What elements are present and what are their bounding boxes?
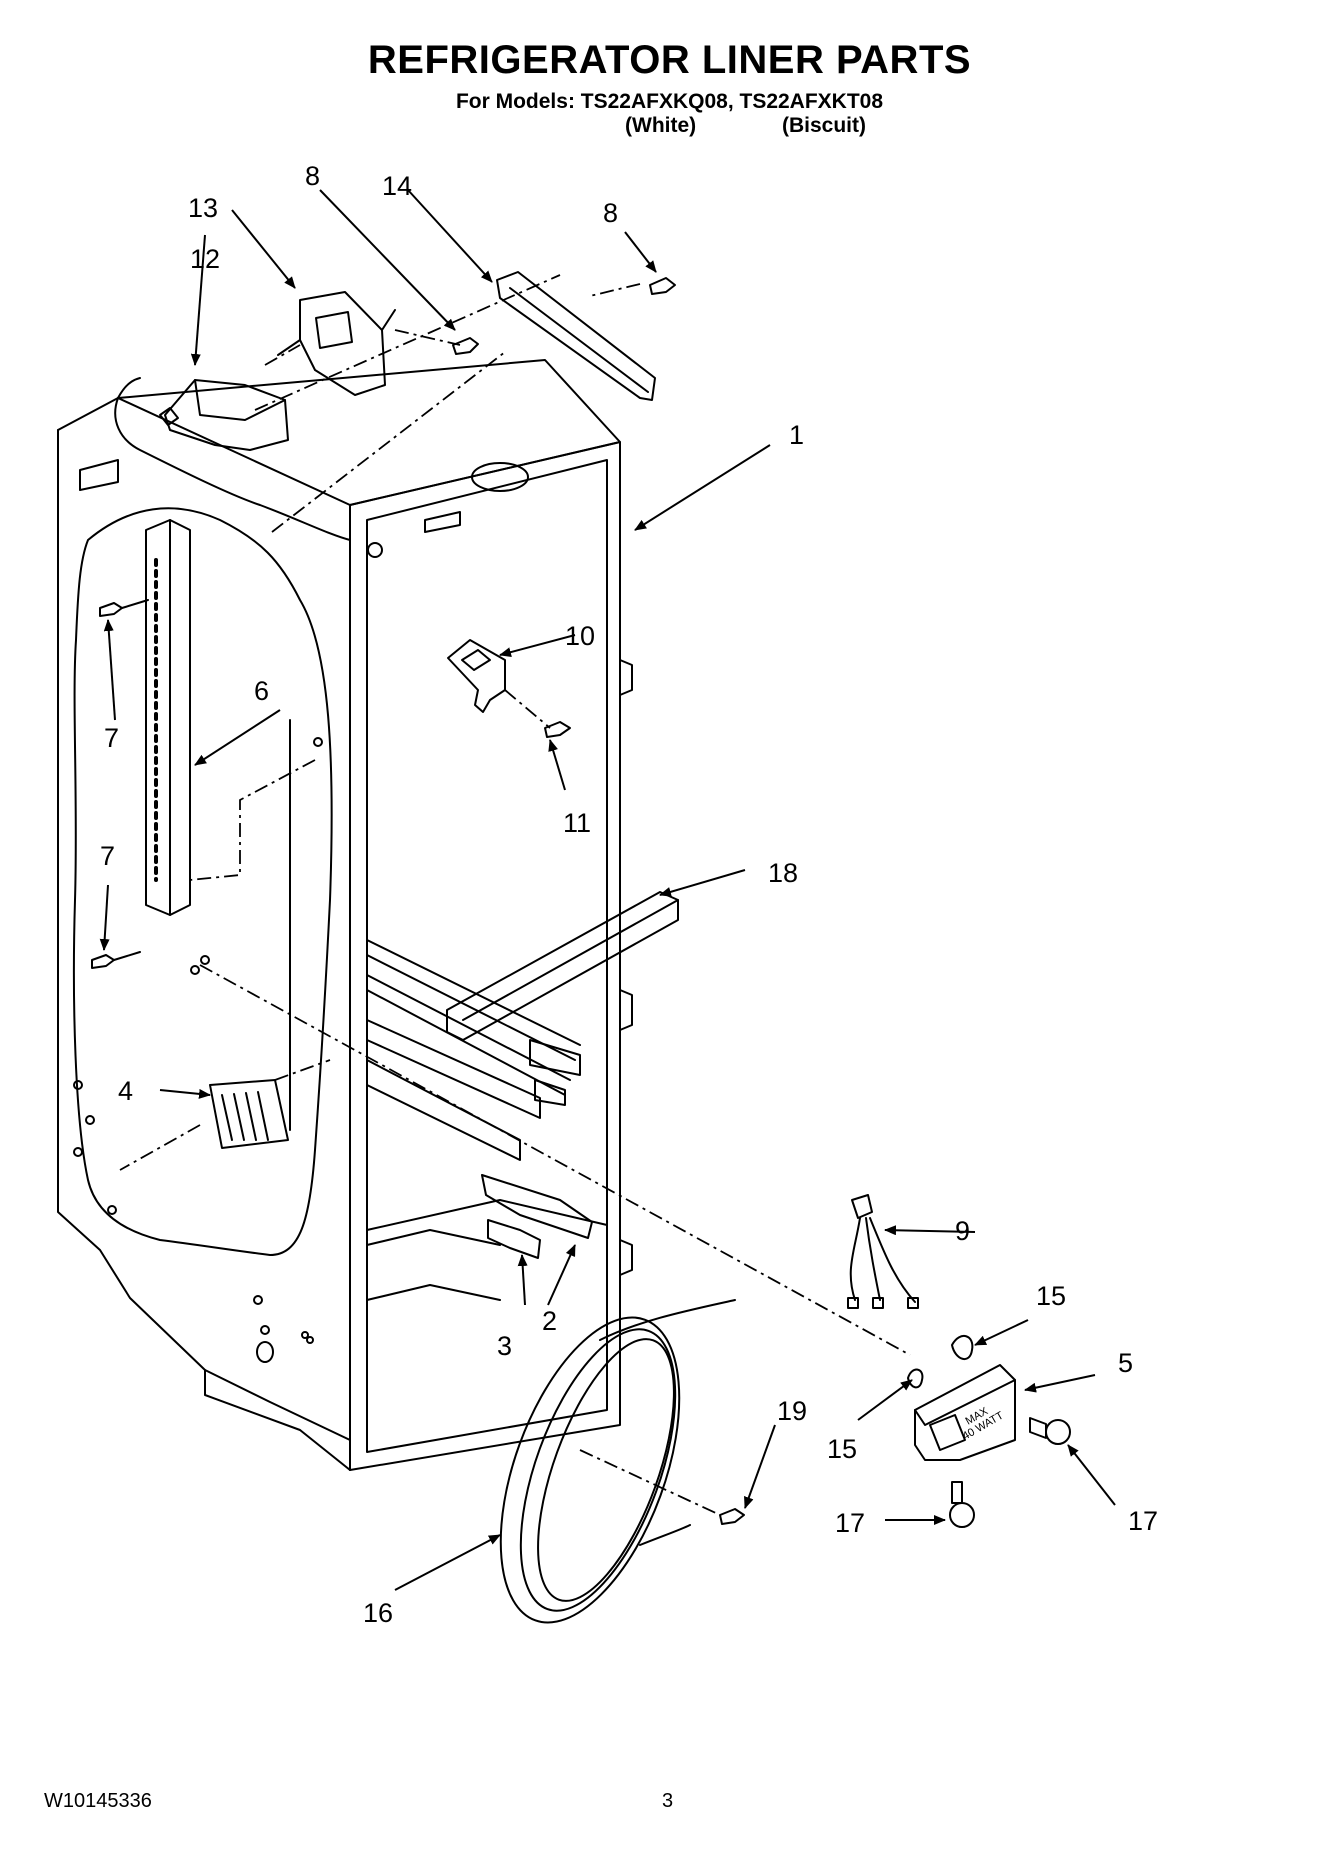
callout-15a: 15 xyxy=(1036,1281,1066,1311)
bracket-part-3 xyxy=(487,1219,541,1259)
coiled-tube-part-16 xyxy=(499,1299,736,1624)
vent-grille-part-4 xyxy=(209,1079,289,1149)
variant-white: (White) xyxy=(625,114,697,137)
callout-labels: 1 2 3 4 5 6 7 7 8 8 9 10 11 12 13 14 15 … xyxy=(100,161,1158,1628)
trim-strip-part-14 xyxy=(496,271,656,401)
callout-2: 2 xyxy=(542,1306,557,1336)
callout-5: 5 xyxy=(1118,1348,1133,1378)
wire-harness-part-9 xyxy=(847,1194,919,1309)
bracket-part-10 xyxy=(447,639,506,713)
screws-part-7 xyxy=(91,599,149,969)
callout-10: 10 xyxy=(565,621,595,651)
shelf-rail-part-6 xyxy=(145,519,191,916)
bulbs-part-17 xyxy=(949,1417,1071,1528)
callout-19: 19 xyxy=(777,1396,807,1426)
models-line: For Models: TS22AFXKQ08, TS22AFXKT08 xyxy=(455,90,884,113)
callout-7b: 7 xyxy=(100,841,115,871)
interior-rails xyxy=(366,939,581,1161)
bracket-part-13 xyxy=(277,291,396,396)
screws-part-8 xyxy=(452,277,676,355)
callout-17a: 17 xyxy=(835,1508,865,1538)
callout-14: 14 xyxy=(382,171,412,201)
lamp-housing-part-5 xyxy=(914,1364,1016,1461)
callout-8b: 8 xyxy=(603,198,618,228)
callout-4: 4 xyxy=(118,1076,133,1106)
callout-16: 16 xyxy=(363,1598,393,1628)
callout-17b: 17 xyxy=(1128,1506,1158,1536)
page-number: 3 xyxy=(662,1790,674,1812)
callout-8a: 8 xyxy=(305,161,320,191)
callout-12: 12 xyxy=(190,244,220,274)
callout-13: 13 xyxy=(188,193,218,223)
callout-9: 9 xyxy=(955,1216,970,1246)
callout-11: 11 xyxy=(563,808,591,838)
screw-part-19 xyxy=(719,1508,745,1525)
variant-biscuit: (Biscuit) xyxy=(782,114,866,137)
liner-cabinet xyxy=(57,359,633,1471)
callout-15b: 15 xyxy=(827,1434,857,1464)
callout-6: 6 xyxy=(254,676,269,706)
callout-7a: 7 xyxy=(104,723,119,753)
page-title: REFRIGERATOR LINER PARTS xyxy=(367,38,972,82)
callout-3: 3 xyxy=(497,1331,512,1361)
screw-part-11 xyxy=(544,721,571,738)
clips-part-15 xyxy=(907,1335,974,1389)
document-number: W10145336 xyxy=(44,1790,152,1812)
cover-strip-part-18 xyxy=(446,891,679,1041)
callout-1: 1 xyxy=(789,420,804,450)
assembly-lines xyxy=(119,274,911,1516)
callout-18: 18 xyxy=(768,858,798,888)
bracket-part-2 xyxy=(481,1174,593,1239)
control-housing-part-12 xyxy=(159,379,289,451)
callout-arrows xyxy=(99,189,1116,1591)
